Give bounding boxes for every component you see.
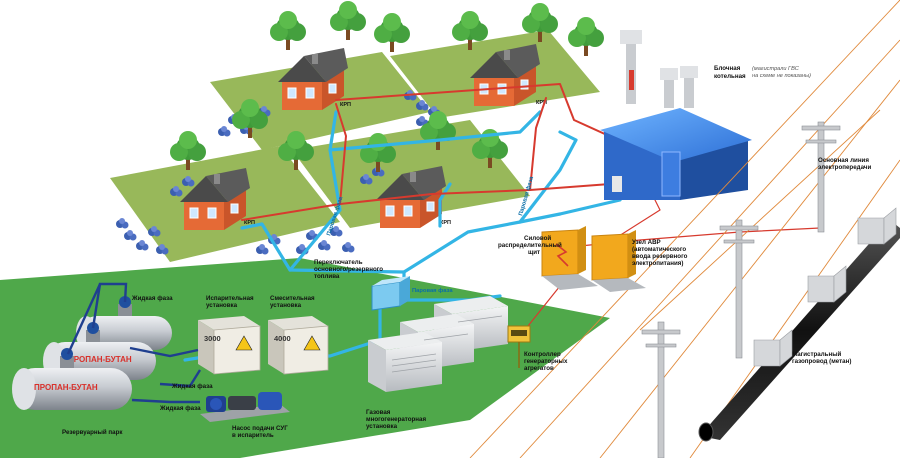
lpg-tank-park: ПРОПАН-БУТАН ПРОПАН-БУТАН Жидкая фаза Жи… [12, 282, 213, 436]
vapor-phase-label: Паровая фаза [412, 287, 453, 294]
krp-label: КРП [440, 220, 451, 226]
liquid-phase-label: Жидкая фаза [159, 405, 201, 412]
krp-label: КРП [340, 102, 351, 108]
tank-label: ПРОПАН-БУТАН [68, 355, 132, 364]
residential-area: КРП КРП КРП КРП [110, 1, 604, 262]
tank-park-label: Резервуарный парк [62, 429, 123, 436]
lpg-tank: ПРОПАН-БУТАН [12, 348, 132, 410]
liquid-phase-label: Жидкая фаза [131, 295, 173, 302]
krp-label: КРП [244, 220, 255, 226]
tank-label: ПРОПАН-БУТАН [34, 383, 98, 392]
mixer-number: 4000 [274, 334, 291, 343]
liquid-phase-label: Жидкая фаза [171, 383, 213, 390]
evaporator-number: 3000 [204, 334, 221, 343]
krp-label: КРП [536, 100, 547, 106]
